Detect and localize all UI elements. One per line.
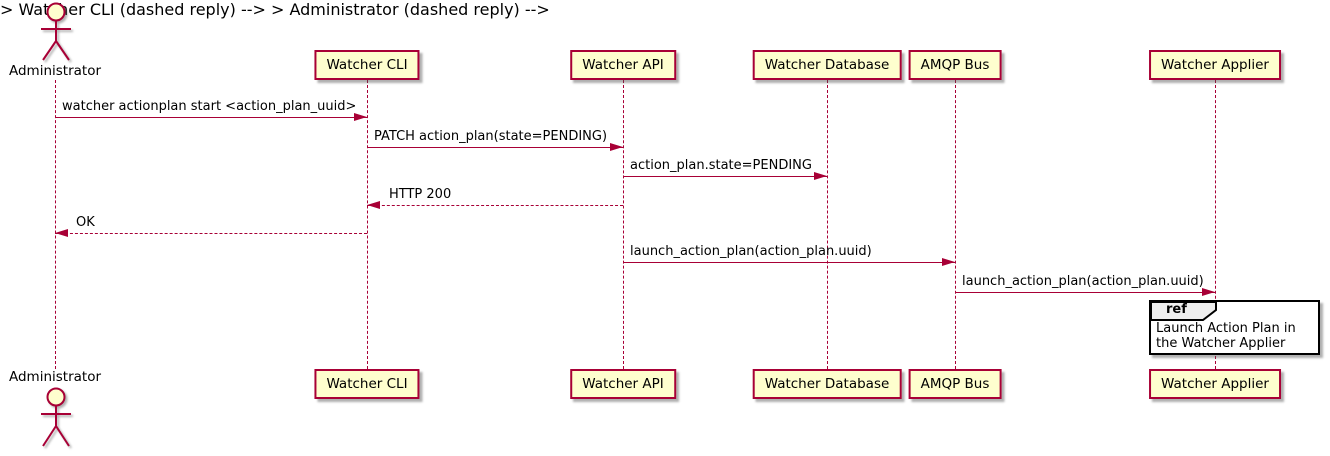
arrowhead-icon: [1202, 288, 1215, 296]
lifeline-watcher-database: [827, 80, 828, 369]
message-line: [367, 147, 623, 148]
message-line: [55, 233, 367, 234]
ref-fragment: ref Launch Action Plan in the Watcher Ap…: [1149, 300, 1320, 355]
participant-amqp-bus-bottom: AMQP Bus: [908, 369, 1002, 399]
participant-watcher-applier-bottom: Watcher Applier: [1149, 369, 1281, 399]
message-label: watcher actionplan start <action_plan_uu…: [62, 99, 357, 114]
actor-label-top: Administrator: [8, 63, 102, 79]
message-line: [367, 205, 623, 206]
participant-amqp-bus-top: AMQP Bus: [908, 50, 1002, 80]
lifeline-watcher-applier: [1215, 80, 1216, 369]
arrowhead-icon: [55, 229, 68, 237]
ref-text: Launch Action Plan in the Watcher Applie…: [1156, 321, 1296, 351]
arrowhead-icon: [610, 143, 623, 151]
lifeline-watcher-api: [623, 80, 624, 369]
administrator-actor-icon-bottom: [41, 387, 71, 447]
message-label: PATCH action_plan(state=PENDING): [374, 129, 608, 144]
message-label: launch_action_plan(action_plan.uuid): [630, 244, 872, 259]
lifeline-watcher-cli: [367, 80, 368, 369]
actor-label-bottom: Administrator: [8, 369, 102, 385]
participant-watcher-api-top: Watcher API: [570, 50, 676, 80]
participant-watcher-cli-top: Watcher CLI: [314, 50, 420, 80]
arrowhead-icon: [814, 172, 827, 180]
participant-watcher-database-top: Watcher Database: [752, 50, 902, 80]
message-line: [955, 292, 1215, 293]
participant-watcher-applier-top: Watcher Applier: [1149, 50, 1281, 80]
message-label: OK: [76, 215, 95, 230]
participant-watcher-api-bottom: Watcher API: [570, 369, 676, 399]
ref-tab-shape: [1150, 301, 1217, 321]
ref-keyword: ref: [1166, 302, 1187, 317]
arrowhead-icon: [367, 201, 380, 209]
participant-watcher-database-bottom: Watcher Database: [752, 369, 902, 399]
message-line: [623, 262, 955, 263]
message-label: action_plan.state=PENDING: [630, 158, 812, 173]
participant-watcher-cli-bottom: Watcher CLI: [314, 369, 420, 399]
message-line: [55, 117, 367, 118]
lifeline-administrator: [55, 80, 56, 369]
message-label: launch_action_plan(action_plan.uuid): [962, 274, 1204, 289]
lifeline-amqp-bus: [955, 80, 956, 369]
arrowhead-icon: [942, 258, 955, 266]
message-line: [623, 176, 827, 177]
arrowhead-icon: [354, 113, 367, 121]
message-label: HTTP 200: [389, 187, 452, 202]
administrator-actor-icon: [41, 2, 71, 61]
